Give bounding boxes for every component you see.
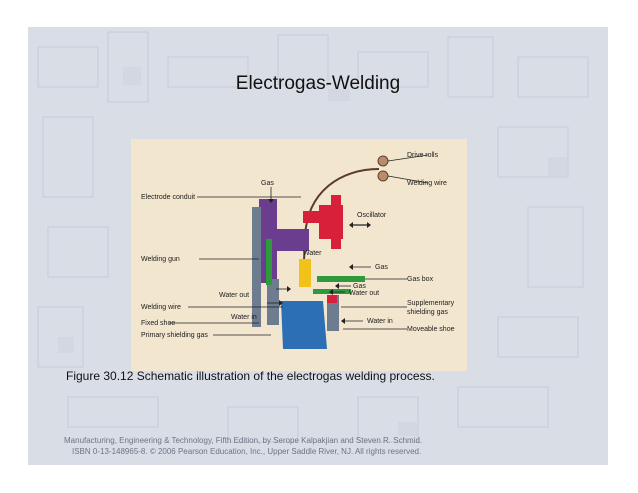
label-water-out-left: Water out — [219, 292, 249, 299]
label-drive-rolls: Drive rolls — [407, 152, 439, 159]
label-electrode-conduit: Electrode conduit — [141, 194, 195, 201]
label-water-out-right: Water out — [349, 290, 379, 297]
footer-copyright: ISBN 0-13-148965-8. © 2006 Pearson Educa… — [72, 447, 422, 456]
label-gas-top: Gas — [261, 180, 274, 187]
label-gas-right2: Gas — [353, 283, 366, 290]
slide-title: Electrogas-Welding — [235, 73, 401, 94]
drive-roll-bottom — [377, 170, 389, 182]
moveable-shoe — [327, 295, 339, 331]
welding-gun-arm — [275, 229, 309, 251]
weld-zone — [281, 301, 327, 349]
label-primary-shielding-gas: Primary shielding gas — [141, 332, 208, 339]
footer-citation: Manufacturing, Engineering & Technology,… — [64, 436, 423, 445]
welding-gun-nozzle — [266, 239, 272, 285]
label-water-in-right: Water in — [367, 318, 393, 325]
label-moveable-shoe: Moveable shoe — [407, 326, 455, 333]
fixed-shoe — [267, 279, 279, 325]
label-gas-right: Gas — [375, 264, 388, 271]
label-gas-box: Gas box — [407, 276, 434, 283]
contact-tube — [299, 259, 311, 287]
electrode-conduit-post — [252, 207, 261, 327]
figure-caption: Figure 30.12 Schematic illustration of t… — [66, 369, 435, 383]
drive-roll-top — [377, 155, 389, 167]
label-water-center: Water — [303, 250, 322, 257]
slide: Electrogas-Welding — [28, 27, 608, 465]
label-welding-wire-right: Welding wire — [407, 180, 447, 187]
label-water-in-left: Water in — [231, 314, 257, 321]
label-oscillator: Oscillator — [357, 212, 387, 219]
label-supplementary-shielding-gas-1: Supplementary — [407, 300, 455, 307]
label-welding-wire-left: Welding wire — [141, 304, 181, 311]
oscillator-body — [319, 205, 343, 239]
label-fixed-shoe: Fixed shoe — [141, 320, 175, 327]
gas-box — [317, 276, 365, 282]
label-welding-gun: Welding gun — [141, 256, 180, 263]
electrogas-welding-diagram: Electrode conduit Gas Welding gun Water … — [131, 139, 467, 371]
label-supplementary-shielding-gas-2: shielding gas — [407, 309, 448, 316]
